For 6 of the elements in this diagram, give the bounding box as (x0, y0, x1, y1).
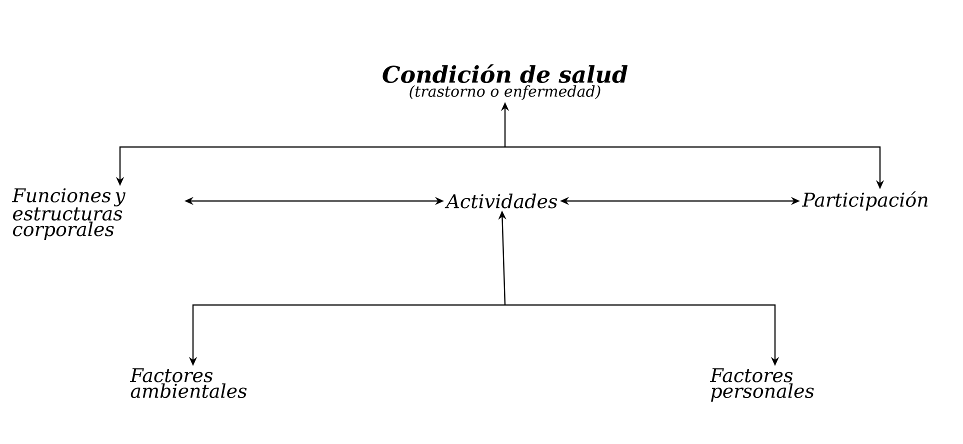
heading-text: Condición de salud (trastorno o enfermedad) (382, 64, 628, 100)
label-text: Participación (802, 191, 928, 211)
label-text: Actividades (444, 194, 558, 208)
label-text: Funciones y estructuras corporales (12, 188, 126, 240)
label-text: Factores ambientales (130, 368, 247, 398)
label-text: Factores personales (710, 368, 814, 402)
